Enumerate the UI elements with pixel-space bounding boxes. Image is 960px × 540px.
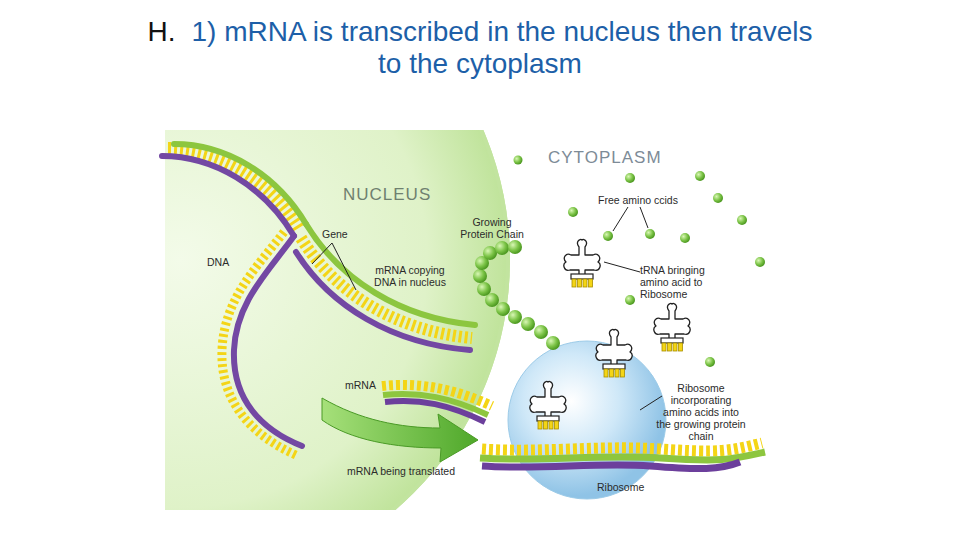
dna-strand [174, 144, 306, 224]
amino-acid [568, 207, 578, 217]
trna-group [530, 239, 690, 429]
leader-lines [312, 207, 662, 410]
mrna-backbone [480, 452, 765, 460]
leader-line [312, 243, 332, 264]
base-pairs [301, 238, 472, 338]
amino-acid [680, 233, 690, 243]
free-amino-acids [514, 156, 766, 368]
trna-molecule [596, 329, 632, 377]
leader-line [640, 396, 662, 410]
leader-line [604, 262, 640, 272]
amino-acid [514, 156, 523, 165]
ribosome-shape [505, 335, 670, 505]
callout-label: Growing Protein Chain [456, 216, 528, 240]
amino-acid [625, 173, 635, 183]
ribosome-fill [508, 341, 666, 499]
amino-acid [695, 171, 705, 181]
title-line: H. 1) mRNA is transcribed in the nucleus … [140, 16, 820, 80]
callout-label: mRNA copying DNA in nucleus [368, 264, 452, 288]
bases [382, 385, 492, 406]
bases [482, 443, 762, 451]
callout-label: Ribosome incorporating amino acids into … [655, 382, 747, 442]
mrna-backbone [482, 462, 740, 469]
protein-chain [473, 240, 560, 350]
amino-acid [495, 241, 509, 255]
section-letter: H. [148, 16, 176, 47]
callout-label: Gene [322, 228, 348, 240]
callout-label: DNA [207, 256, 229, 268]
leader-line [332, 243, 356, 290]
base-pairs [168, 150, 300, 230]
amino-acid [755, 257, 765, 267]
amino-acid [713, 193, 723, 203]
amino-acid [705, 357, 715, 367]
trna-molecule [654, 303, 690, 351]
amino-acid [625, 295, 635, 305]
trna-molecule [530, 381, 566, 429]
amino-acid [508, 310, 522, 324]
callout-label: tRNA bringing amino acid to Ribosome [640, 264, 722, 300]
mrna-strand [296, 252, 470, 350]
callout-label: mRNA [345, 379, 376, 391]
amino-acid [485, 293, 499, 307]
amino-acid [496, 302, 510, 316]
ribosome-label: Ribosome [597, 481, 644, 493]
dna-strand [306, 224, 475, 325]
amino-acid [473, 269, 487, 283]
amino-acid [737, 215, 747, 225]
amino-acid [483, 246, 497, 260]
mrna-strand [382, 385, 492, 422]
callout-label: mRNA being translated [347, 465, 455, 477]
mrna-strand [480, 443, 765, 469]
amino-acid [534, 325, 548, 339]
bases [222, 232, 298, 456]
amino-acid [475, 256, 489, 270]
transport-arrow [322, 398, 478, 462]
trna-molecule [564, 239, 600, 287]
mrna-backbone [383, 394, 488, 415]
callout-label: Free amino ccids [598, 194, 678, 206]
dna-strand [162, 156, 294, 236]
region-name: CYTOPLASM [548, 148, 662, 168]
mrna-backbone [385, 401, 485, 422]
leader-line [640, 207, 648, 228]
amino-acid [521, 317, 535, 331]
nucleus-fill [165, 130, 510, 510]
leader-line [613, 207, 628, 231]
nucleus-edge [165, 130, 508, 510]
dna-strand [234, 236, 302, 446]
amino-acid [645, 229, 655, 239]
amino-acid [477, 282, 491, 296]
ribosome-sphere: Ribosome [505, 335, 670, 505]
region-name: NUCLEUS [343, 185, 431, 205]
amino-acid [603, 231, 613, 241]
amino-acid [546, 336, 560, 350]
nucleus-shape [165, 130, 515, 510]
amino-acid [508, 240, 522, 254]
slide-title: 1) mRNA is transcribed in the nucleus th… [192, 16, 813, 79]
nucleus-region: NUCLEUS [165, 130, 515, 510]
title-area: H. 1) mRNA is transcribed in the nucleus … [0, 16, 960, 80]
dna-helix [162, 144, 475, 456]
